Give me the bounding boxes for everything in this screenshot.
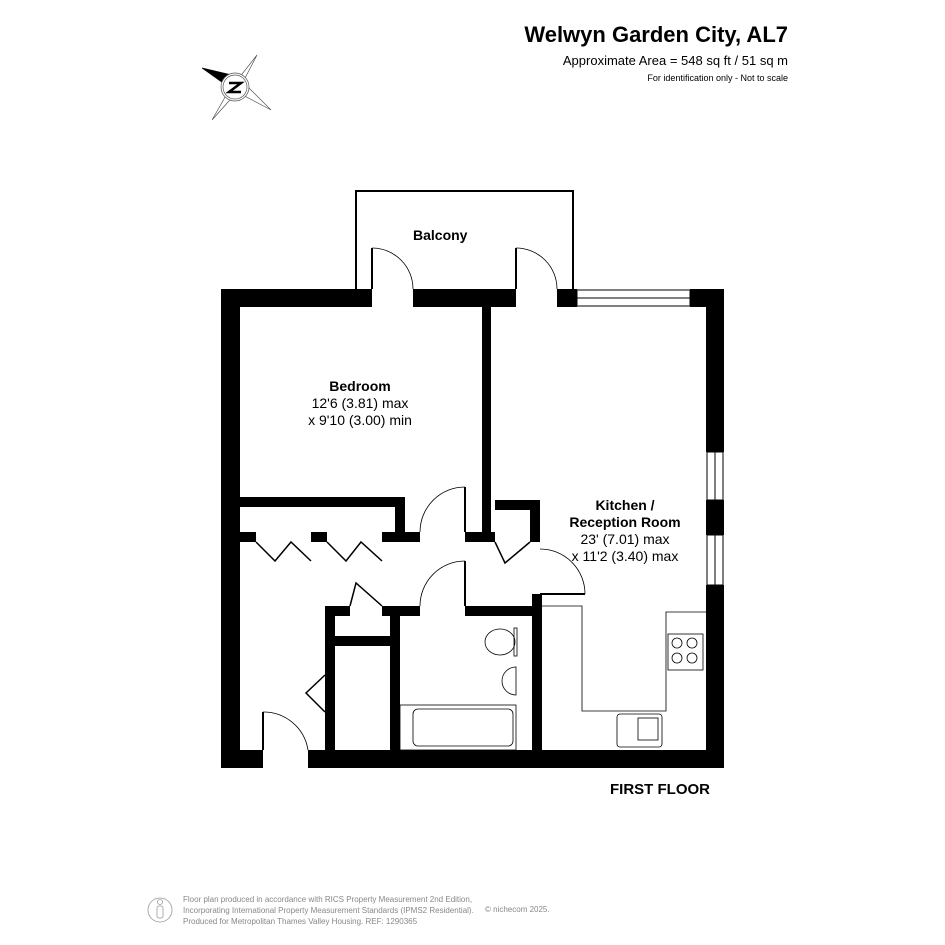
room-kitchen-reception: Kitchen / Reception Room 23' (7.01) max … [550, 497, 700, 565]
scale-note: For identification only - Not to scale [647, 73, 788, 83]
balcony-outline [355, 190, 574, 289]
footer-notes: Floor plan produced in accordance with R… [183, 894, 474, 927]
compass-north-icon [201, 54, 272, 121]
bedroom-label: Bedroom [329, 378, 391, 394]
footer-line-3: Produced for Metropolitan Thames Valley … [183, 917, 418, 926]
room-bedroom: Bedroom 12'6 (3.81) max x 9'10 (3.00) mi… [290, 378, 430, 429]
person-icon [147, 897, 173, 923]
kitchen-dimension-2: x 11'2 (3.40) max [571, 548, 679, 564]
property-title: Welwyn Garden City, AL7 [524, 22, 788, 47]
kitchen-dimension-1: 23' (7.01) max [580, 531, 670, 547]
bathroom-fixtures [399, 627, 518, 751]
copyright: © nichecom 2025. [485, 905, 550, 914]
kitchen-label-line1: Kitchen / [595, 497, 655, 513]
kitchen-fixtures [542, 605, 706, 748]
floor-label: FIRST FLOOR [610, 781, 710, 798]
footer-line-1: Floor plan produced in accordance with R… [183, 895, 473, 904]
walls [221, 289, 724, 768]
footer-line-2: Incorporating International Property Mea… [183, 906, 474, 915]
bedroom-dimension-2: x 9'10 (3.00) min [308, 412, 412, 428]
balcony-label: Balcony [413, 227, 468, 243]
windows [576, 289, 724, 586]
room-balcony: Balcony [413, 227, 467, 244]
bedroom-dimension-1: 12'6 (3.81) max [311, 395, 409, 411]
doors [255, 247, 586, 751]
kitchen-label-line2: Reception Room [569, 514, 681, 530]
approximate-area: Approximate Area = 548 sq ft / 51 sq m [562, 53, 788, 68]
